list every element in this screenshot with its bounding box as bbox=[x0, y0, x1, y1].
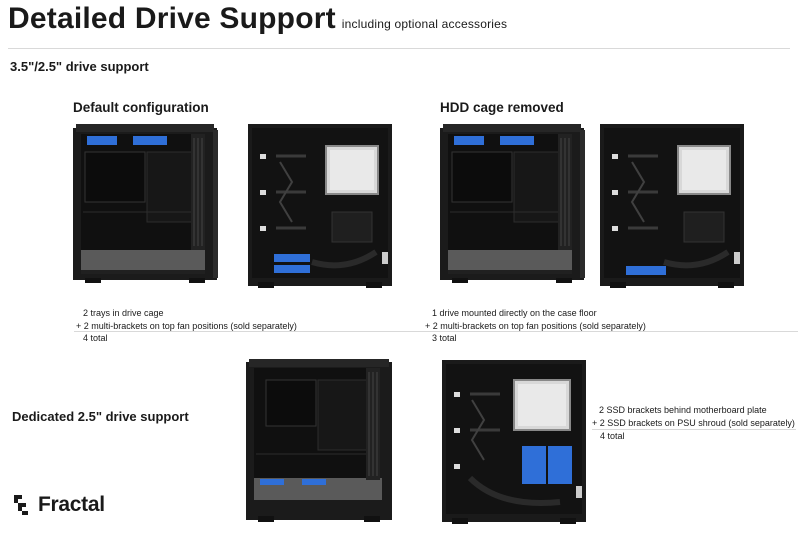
shroud-ssd-right bbox=[302, 479, 326, 485]
dedicated-note-line-1: 2 SSD brackets behind motherboard plate bbox=[592, 404, 795, 417]
hdd-removed-total: 3 total bbox=[432, 332, 457, 345]
top-multibracket-right bbox=[133, 136, 167, 145]
header-divider bbox=[8, 48, 790, 49]
page-title: Detailed Drive Support including optional… bbox=[8, 2, 507, 36]
title-subtitle: including optional accessories bbox=[342, 17, 507, 31]
case-default-front bbox=[73, 122, 220, 285]
dedicated-total-wrap: 4 total bbox=[600, 430, 625, 443]
dedicated-total: 4 total bbox=[600, 430, 625, 443]
title-text: Detailed Drive Support bbox=[8, 2, 336, 35]
dedicated-notes: 2 SSD brackets behind motherboard plate … bbox=[592, 404, 795, 430]
top-multibracket-left bbox=[454, 136, 484, 145]
top-multibracket-right bbox=[500, 136, 534, 145]
floor-drive bbox=[626, 266, 666, 275]
mb-plate-ssd-left bbox=[522, 446, 546, 484]
dedicated-heading: Dedicated 2.5" drive support bbox=[12, 409, 189, 424]
floor-tray-top bbox=[274, 254, 310, 262]
brand-logo: Fractal bbox=[10, 493, 105, 517]
brand-name: Fractal bbox=[38, 493, 105, 517]
top-multibracket-left bbox=[87, 136, 117, 145]
section-heading: 3.5"/2.5" drive support bbox=[10, 59, 149, 74]
default-config-heading: Default configuration bbox=[73, 100, 209, 115]
default-note-line-1: 2 trays in drive cage bbox=[76, 307, 297, 320]
shroud-ssd-left bbox=[260, 479, 284, 485]
default-total: 4 total bbox=[83, 332, 108, 345]
fractal-logo-icon bbox=[10, 493, 32, 517]
default-config-total: 4 total bbox=[83, 332, 108, 345]
mb-plate-ssd-right bbox=[548, 446, 572, 484]
hdd-total: 3 total bbox=[432, 332, 457, 345]
case-hdd-removed-back bbox=[598, 122, 746, 290]
case-hdd-removed-front bbox=[440, 122, 587, 285]
default-config-notes: 2 trays in drive cage + 2 multi-brackets… bbox=[76, 307, 297, 333]
hdd-note-line-1: 1 drive mounted directly on the case flo… bbox=[425, 307, 646, 320]
hdd-note-line-2: + 2 multi-brackets on top fan positions … bbox=[425, 320, 646, 333]
hdd-removed-heading: HDD cage removed bbox=[440, 100, 564, 115]
case-dedicated-front bbox=[246, 358, 394, 524]
case-dedicated-back bbox=[440, 358, 588, 526]
floor-tray-bottom bbox=[274, 265, 310, 273]
hdd-removed-notes: 1 drive mounted directly on the case flo… bbox=[425, 307, 646, 333]
case-default-back bbox=[246, 122, 394, 290]
